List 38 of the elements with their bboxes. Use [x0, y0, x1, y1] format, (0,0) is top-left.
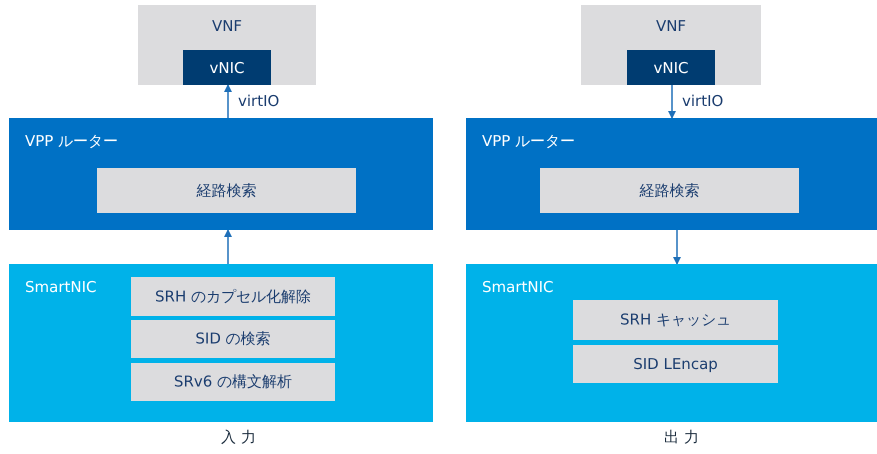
function-box: [131, 320, 335, 358]
box-label: SRH キャッシュ: [620, 310, 731, 330]
panel-caption: 出 力: [664, 428, 699, 447]
router-box: [466, 118, 877, 230]
function-box: [131, 277, 335, 316]
vnf-box: [581, 5, 761, 85]
box-label: VNF: [212, 17, 242, 35]
box-label: 経路検索: [196, 181, 256, 200]
box-label: SmartNIC: [25, 278, 96, 296]
arrow: [673, 230, 681, 265]
box-label: VPP ルーター: [25, 132, 118, 151]
box-label: SID の検索: [195, 330, 271, 348]
box-label: SRv6 の構文解析: [174, 372, 292, 392]
function-box: [573, 300, 778, 340]
edge-label: virtIO: [236, 92, 282, 110]
vnic-box: [627, 50, 715, 85]
box-label: SmartNIC: [482, 278, 554, 296]
smartnic-box: [466, 264, 877, 422]
smartnic-box: [9, 264, 433, 422]
function-box: [573, 345, 778, 383]
function-box: [97, 168, 356, 213]
vnf-box: [138, 5, 316, 85]
box-label: VNF: [656, 17, 686, 35]
box-label: VPP ルーター: [482, 132, 576, 151]
box-label: SID LEncap: [633, 355, 718, 373]
router-box: [9, 118, 433, 230]
edge-label: virtIO: [680, 92, 726, 110]
arrow: [224, 229, 232, 264]
arrow: [668, 85, 676, 119]
box-label: vNIC: [654, 58, 688, 76]
arrow: [224, 84, 232, 118]
box-label: vNIC: [210, 58, 244, 76]
box-label: 経路検索: [640, 181, 700, 200]
box-label: SRH のカプセル化解除: [155, 287, 311, 306]
function-box: [540, 168, 799, 213]
function-box: [131, 363, 335, 401]
vnic-box: [183, 50, 271, 85]
panel-caption: 入 力: [221, 428, 256, 447]
